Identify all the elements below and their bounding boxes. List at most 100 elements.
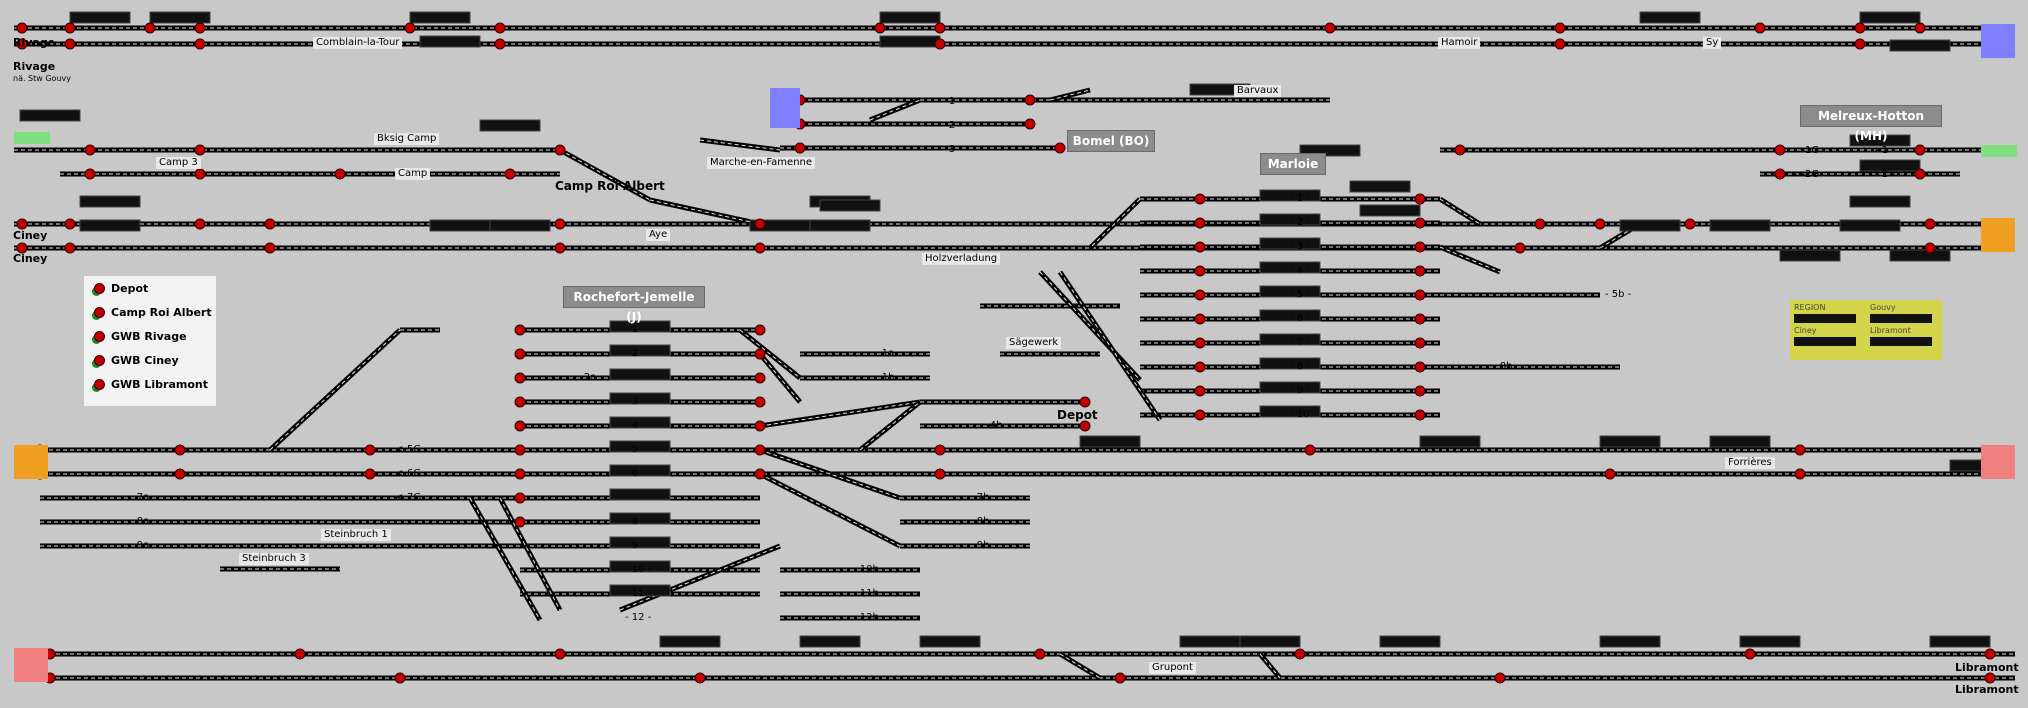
signal-aspect[interactable]: [754, 396, 766, 408]
track-segment-marker[interactable]: [269, 329, 401, 451]
track-indicator[interactable]: [1259, 381, 1321, 394]
signal-aspect[interactable]: [1079, 420, 1091, 432]
signal-aspect[interactable]: [1324, 22, 1336, 34]
signal-aspect[interactable]: [514, 324, 526, 336]
track-segment-marker[interactable]: [1439, 198, 1481, 225]
signal-aspect[interactable]: [554, 218, 566, 230]
track-indicator[interactable]: [819, 199, 881, 212]
signal-aspect[interactable]: [16, 38, 28, 50]
signal-aspect[interactable]: [64, 38, 76, 50]
track-indicator[interactable]: [879, 11, 941, 24]
track-indicator[interactable]: [609, 536, 671, 549]
signal-aspect[interactable]: [1594, 218, 1606, 230]
signal-aspect[interactable]: [1414, 385, 1426, 397]
signal-aspect[interactable]: [1194, 409, 1206, 421]
signal-aspect[interactable]: [694, 672, 706, 684]
signal-aspect[interactable]: [1554, 22, 1566, 34]
track-segment[interactable]: [699, 137, 781, 153]
track-segment-marker[interactable]: [1259, 653, 1281, 679]
track-indicator[interactable]: [1379, 635, 1441, 648]
track-indicator[interactable]: [609, 584, 671, 597]
track-segment-marker[interactable]: [1439, 246, 1501, 273]
legend-item-gwb-rivage[interactable]: GWB Rivage: [84, 324, 216, 348]
track-segment-marker[interactable]: [859, 401, 921, 451]
signal-aspect[interactable]: [1984, 648, 1996, 660]
track-indicator[interactable]: [1779, 249, 1841, 262]
track-indicator[interactable]: [419, 35, 481, 48]
signal-aspect[interactable]: [404, 22, 416, 34]
track-segment-marker[interactable]: [759, 401, 921, 427]
legend-item-gwb-ciney[interactable]: GWB Ciney: [84, 348, 216, 372]
signal-aspect[interactable]: [874, 22, 886, 34]
signal-aspect[interactable]: [1034, 648, 1046, 660]
track-indicator[interactable]: [609, 512, 671, 525]
track-indicator[interactable]: [919, 635, 981, 648]
track-indicator[interactable]: [1859, 159, 1921, 172]
signal-aspect[interactable]: [194, 168, 206, 180]
track-indicator[interactable]: [1259, 237, 1321, 250]
region-cell-libramont[interactable]: Libramont: [1870, 326, 1932, 346]
track-indicator[interactable]: [609, 560, 671, 573]
signal-aspect[interactable]: [504, 168, 516, 180]
track-indicator[interactable]: [809, 219, 871, 232]
track-indicator[interactable]: [609, 488, 671, 501]
signal-aspect[interactable]: [1454, 144, 1466, 156]
track-indicator[interactable]: [79, 195, 141, 208]
track-indicator[interactable]: [1349, 180, 1411, 193]
signal-aspect[interactable]: [194, 22, 206, 34]
signal-aspect[interactable]: [1194, 337, 1206, 349]
track-indicator[interactable]: [1599, 435, 1661, 448]
signal-aspect[interactable]: [1304, 444, 1316, 456]
track-indicator[interactable]: [1259, 189, 1321, 202]
signal-aspect[interactable]: [1194, 193, 1206, 205]
line-end-forrieres-right[interactable]: [1981, 445, 2015, 479]
signal-aspect[interactable]: [754, 372, 766, 384]
legend-item-depot[interactable]: Depot: [84, 276, 216, 300]
signal-aspect[interactable]: [1514, 242, 1526, 254]
signal-aspect[interactable]: [554, 242, 566, 254]
track-segment-marker[interactable]: [619, 545, 781, 611]
signal-aspect[interactable]: [754, 242, 766, 254]
signal-aspect[interactable]: [1794, 468, 1806, 480]
track-indicator[interactable]: [609, 392, 671, 405]
signal-aspect[interactable]: [1414, 241, 1426, 253]
signal-aspect[interactable]: [1194, 265, 1206, 277]
legend-item-camp-roi-albert[interactable]: Camp Roi Albert: [84, 300, 216, 324]
track-indicator[interactable]: [79, 219, 141, 232]
signal-aspect[interactable]: [84, 168, 96, 180]
track-indicator[interactable]: [489, 219, 551, 232]
signal-aspect[interactable]: [174, 468, 186, 480]
track-indicator[interactable]: [1889, 249, 1951, 262]
track-indicator[interactable]: [1839, 219, 1901, 232]
signal-aspect[interactable]: [934, 38, 946, 50]
track-indicator[interactable]: [879, 35, 941, 48]
signal-aspect[interactable]: [1554, 38, 1566, 50]
track-indicator[interactable]: [1259, 333, 1321, 346]
line-end-rochefort-left[interactable]: [14, 445, 48, 479]
track-indicator[interactable]: [659, 635, 721, 648]
signal-aspect[interactable]: [514, 468, 526, 480]
signal-aspect[interactable]: [334, 168, 346, 180]
track-indicator[interactable]: [1079, 435, 1141, 448]
signal-aspect[interactable]: [1774, 144, 1786, 156]
signal-aspect[interactable]: [754, 348, 766, 360]
signal-aspect[interactable]: [1194, 217, 1206, 229]
track-indicator[interactable]: [609, 464, 671, 477]
track-indicator[interactable]: [1259, 261, 1321, 274]
region-cell-region[interactable]: REGION: [1794, 303, 1856, 323]
signal-aspect[interactable]: [294, 648, 306, 660]
track-indicator[interactable]: [1239, 635, 1301, 648]
signal-aspect[interactable]: [754, 444, 766, 456]
signal-aspect[interactable]: [1024, 94, 1036, 106]
signal-aspect[interactable]: [1194, 313, 1206, 325]
track-indicator[interactable]: [1709, 435, 1771, 448]
track-segment-marker[interactable]: [499, 497, 561, 611]
signal-aspect[interactable]: [1194, 241, 1206, 253]
signal-aspect[interactable]: [1914, 22, 1926, 34]
signal-aspect[interactable]: [1114, 672, 1126, 684]
track-segment-marker[interactable]: [469, 497, 541, 621]
track-indicator[interactable]: [609, 368, 671, 381]
track-segment-marker[interactable]: [1089, 198, 1141, 249]
signal-aspect[interactable]: [64, 218, 76, 230]
track-indicator[interactable]: [1259, 405, 1321, 418]
